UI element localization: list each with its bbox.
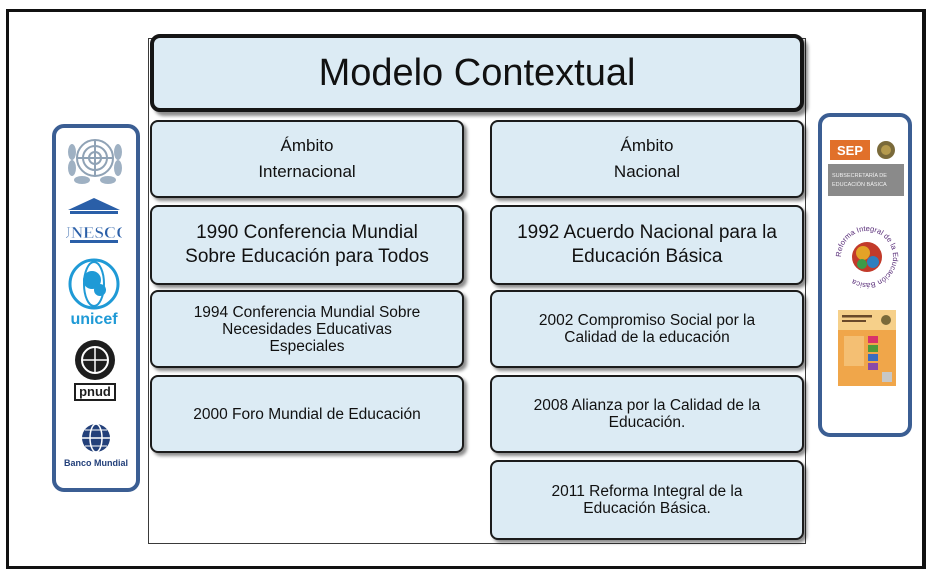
item-line: Educación. <box>608 414 686 431</box>
sep-subtitle-line: SUBSECRETARÍA DE <box>832 172 887 179</box>
item-internacional-2000: 2000 Foro Mundial de Educación <box>150 375 464 453</box>
header-line: Internacional <box>258 162 356 181</box>
unicef-text: unicef <box>70 311 118 328</box>
header-line: Nacional <box>613 162 681 181</box>
item-nacional-1992: 1992 Acuerdo Nacional para la Educación … <box>490 205 804 285</box>
item-line: Educación Básica. <box>583 500 711 517</box>
item-nacional-2008: 2008 Alianza por la Calidad de la Educac… <box>490 375 804 453</box>
sep-text: SEP <box>837 143 863 158</box>
item-nacional-2011: 2011 Reforma Integral de la Educación Bá… <box>490 460 804 540</box>
item-line: 1990 Conferencia Mundial <box>196 222 418 243</box>
pnud-logo-icon: pnud <box>74 340 116 401</box>
item-internacional-1990: 1990 Conferencia Mundial Sobre Educación… <box>150 205 464 285</box>
title-box: Modelo Contextual <box>150 34 804 112</box>
item-line: 2000 Foro Mundial de Educación <box>193 405 421 423</box>
item-line: Educación Básica <box>571 246 723 267</box>
item-nacional-2002: 2002 Compromiso Social por la Calidad de… <box>490 290 804 368</box>
item-line: Calidad de la educación <box>564 329 730 346</box>
sep-logo-icon: SEP SUBSECRETARÍA DE EDUCACIÓN BÁSICA <box>828 138 904 196</box>
un-emblem-icon <box>68 139 122 184</box>
sep-subtitle-line: EDUCACIÓN BÁSICA <box>832 181 887 188</box>
header-line: Ámbito <box>280 136 334 155</box>
publication-cover-icon <box>838 310 896 386</box>
item-internacional-1994: 1994 Conferencia Mundial Sobre Necesidad… <box>150 290 464 368</box>
page-title: Modelo Contextual <box>318 51 636 94</box>
item-line: 2008 Alianza por la Calidad de la <box>533 397 761 414</box>
unesco-logo-icon: UNESCO <box>66 198 122 243</box>
reforma-integral-logo-icon: Reforma Integral de la Educación Básica <box>834 224 900 290</box>
item-line: 2011 Reforma Integral de la <box>551 483 743 500</box>
item-line: 2002 Compromiso Social por la <box>538 312 756 329</box>
item-line: Necesidades Educativas <box>222 320 392 338</box>
header-internacional: Ámbito Internacional <box>150 120 464 198</box>
item-line: Especiales <box>269 337 345 355</box>
unicef-logo-icon: unicef <box>68 258 120 328</box>
pnud-text: pnud <box>79 384 111 399</box>
item-line: 1994 Conferencia Mundial Sobre <box>193 303 421 321</box>
banco-mundial-text: Banco Mundial <box>64 458 128 468</box>
unesco-text: UNESCO <box>66 223 122 242</box>
banco-mundial-logo-icon: Banco Mundial <box>64 423 128 468</box>
item-line: Sobre Educación para Todos <box>185 246 429 267</box>
header-line: Ámbito <box>620 136 674 155</box>
item-line: 1992 Acuerdo Nacional para la <box>517 222 777 243</box>
header-nacional: Ámbito Nacional <box>490 120 804 198</box>
